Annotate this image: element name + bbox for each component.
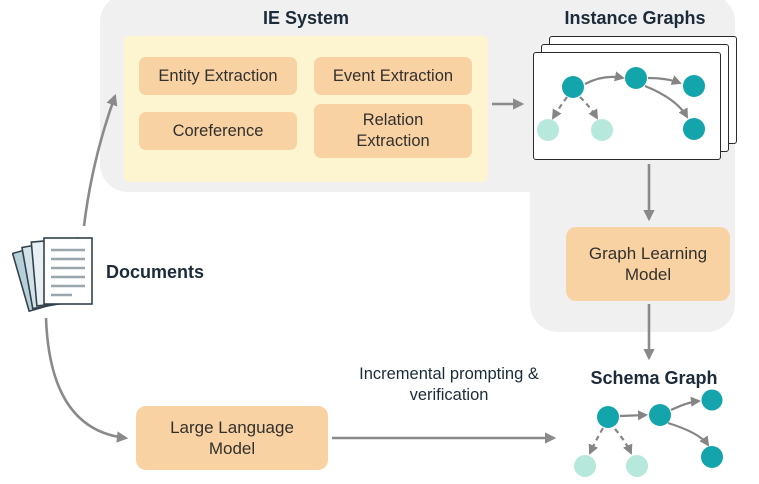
coreference-label: Coreference — [172, 121, 264, 140]
edge-n2-n3 — [647, 75, 682, 85]
incremental-prompting-label: Incremental prompting & verification — [359, 365, 539, 405]
instance-node-dark — [683, 75, 705, 97]
schema-node-dark — [649, 404, 671, 426]
relation-extraction-box: Relation Extraction — [314, 104, 472, 158]
documents-icon — [12, 237, 93, 313]
edge-m1-m2 — [619, 410, 649, 421]
entity-extraction-box: Entity Extraction — [139, 57, 297, 95]
edge-m1-l2-dashed — [614, 428, 633, 455]
instance-graphs-title: Instance Graphs — [564, 8, 706, 28]
large-language-model-label: Large Language Model — [170, 417, 294, 458]
edge-m1-l1-dashed — [588, 427, 604, 455]
schema-node-dark — [701, 446, 723, 468]
schema-node-dark — [701, 389, 723, 411]
ie-system-title: IE System — [262, 8, 350, 28]
graph-learning-model-label: Graph Learning Model — [588, 243, 708, 284]
edge-n1-l2-dashed — [579, 96, 599, 120]
edge-n2-n4 — [644, 84, 688, 119]
documents-label: Documents — [106, 262, 205, 282]
edge-n1-n2 — [584, 71, 625, 85]
event-extraction-label: Event Extraction — [332, 66, 454, 85]
schema-graph-title: Schema Graph — [590, 368, 718, 388]
instance-graph — [537, 67, 705, 141]
edge-m2-m4 — [667, 421, 710, 447]
edge-m2-m3 — [670, 396, 702, 411]
event-extraction-box: Event Extraction — [314, 57, 472, 95]
schema-node-light — [574, 455, 596, 477]
schema-graph — [574, 389, 723, 477]
instance-node-dark — [683, 118, 705, 140]
schema-node-light — [626, 455, 648, 477]
entity-extraction-label: Entity Extraction — [158, 66, 278, 85]
schema-node-dark — [597, 406, 619, 428]
coreference-box: Coreference — [139, 112, 297, 150]
large-language-model-box: Large Language Model — [136, 406, 328, 470]
instance-node-dark — [562, 76, 584, 98]
instance-node-dark — [625, 67, 647, 89]
relation-extraction-label: Relation Extraction — [356, 111, 430, 150]
graph-learning-model-box: Graph Learning Model — [566, 227, 730, 301]
instance-node-light — [537, 119, 559, 141]
instance-node-light — [591, 119, 613, 141]
instance-graph-card-front — [533, 52, 721, 160]
edge-n1-l1-dashed — [551, 96, 568, 120]
arrow-documents-to-llm — [44, 317, 129, 443]
